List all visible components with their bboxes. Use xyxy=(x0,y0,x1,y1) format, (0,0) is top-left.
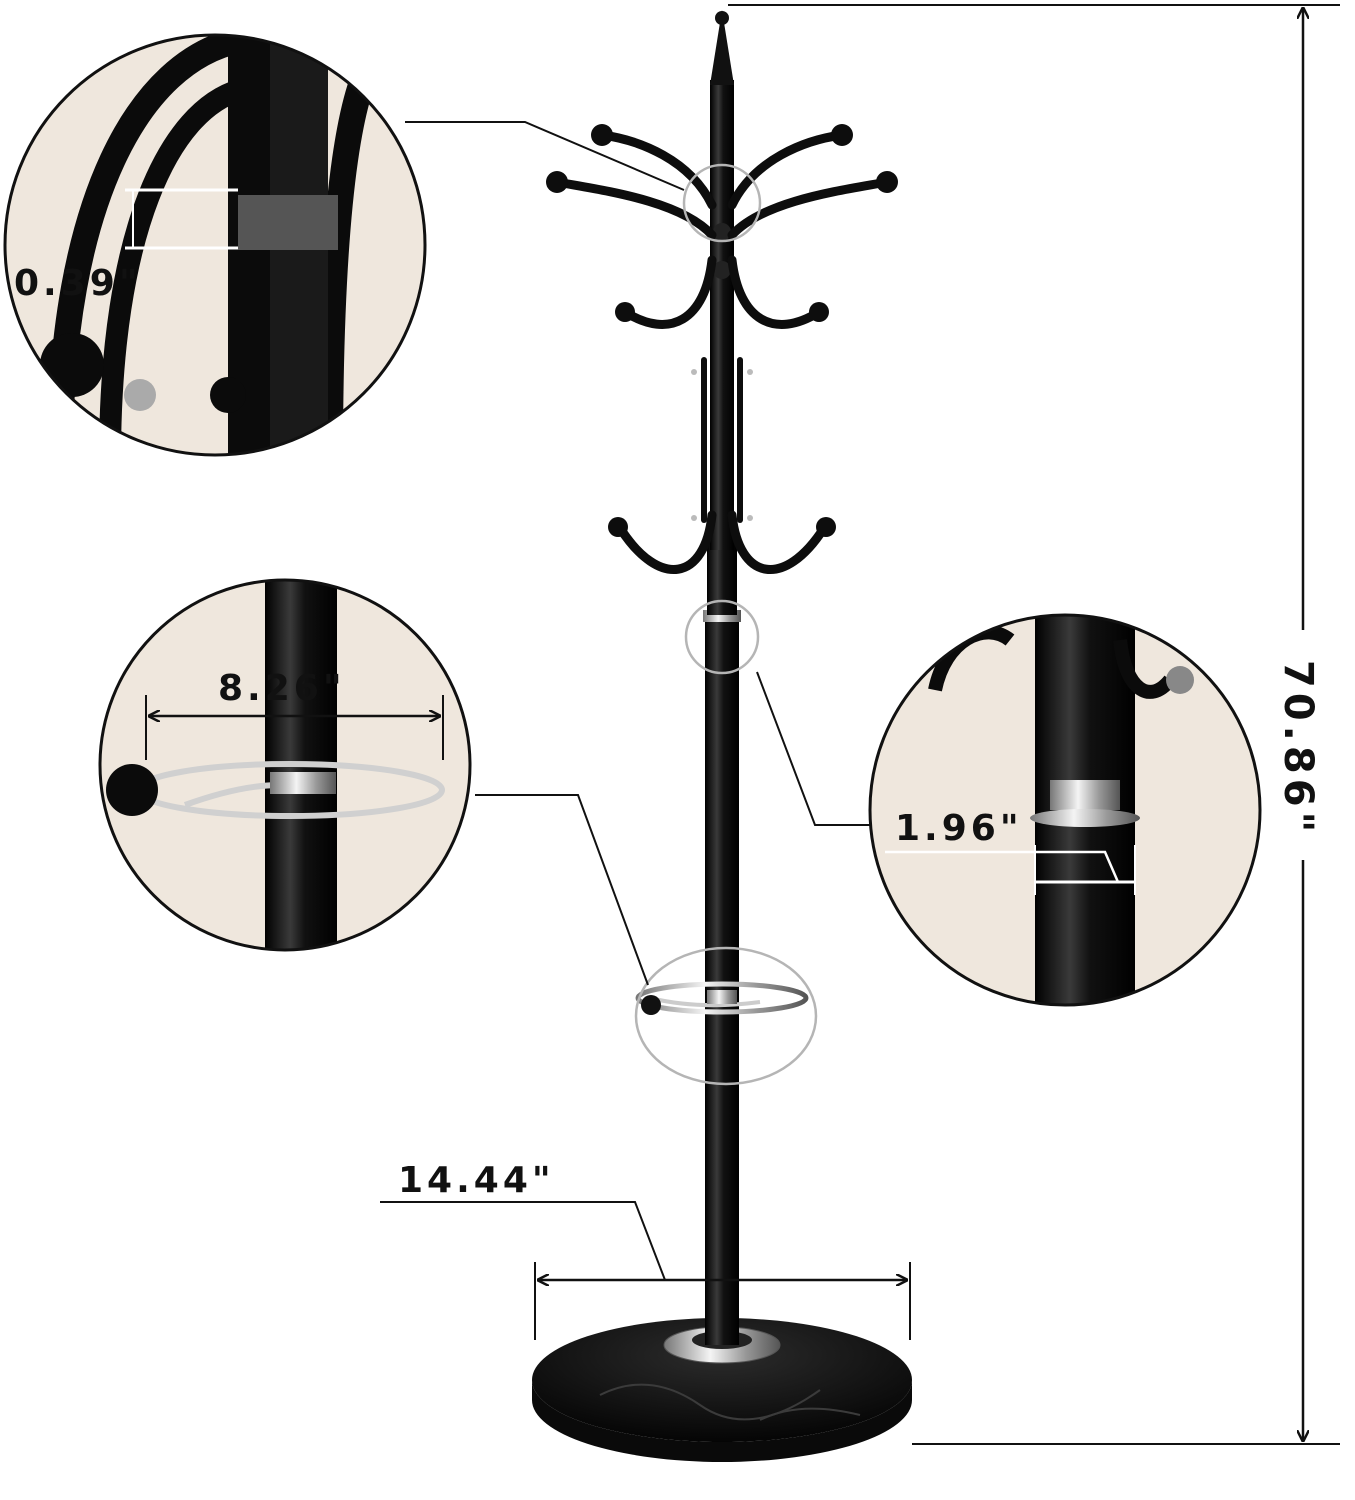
label-ring-width: 8.26" xyxy=(218,668,346,709)
hooks-top-tier xyxy=(552,130,892,240)
coat-rack-product xyxy=(532,10,912,1462)
top-finial xyxy=(710,10,734,85)
inset-hook-thickness: 0.39" xyxy=(3,33,427,457)
inset-umbrella-ring: 8.26" xyxy=(98,578,472,952)
inset-pole-diameter: 1.96" xyxy=(868,613,1262,1007)
marker-umbrella-ring xyxy=(634,946,818,1086)
hooks-lower-tier xyxy=(615,357,829,574)
leader-lines xyxy=(405,121,870,986)
height-dimension: 70.86" xyxy=(728,4,1340,1445)
marble-base xyxy=(532,1318,912,1442)
hooks-middle-tier xyxy=(620,255,824,329)
marker-pole-joint xyxy=(684,599,760,675)
base-dimension: 14.44" xyxy=(380,1160,911,1340)
upper-pole xyxy=(710,80,734,550)
main-pole xyxy=(705,615,739,1345)
label-pole-diameter: 1.96" xyxy=(895,808,1023,849)
marker-hook-joint xyxy=(682,163,762,243)
detail-markers xyxy=(634,163,818,1086)
label-base-diameter: 14.44" xyxy=(398,1160,555,1201)
label-total-height: 70.86" xyxy=(1275,660,1321,837)
label-hook-thickness: 0.39" xyxy=(14,263,142,304)
